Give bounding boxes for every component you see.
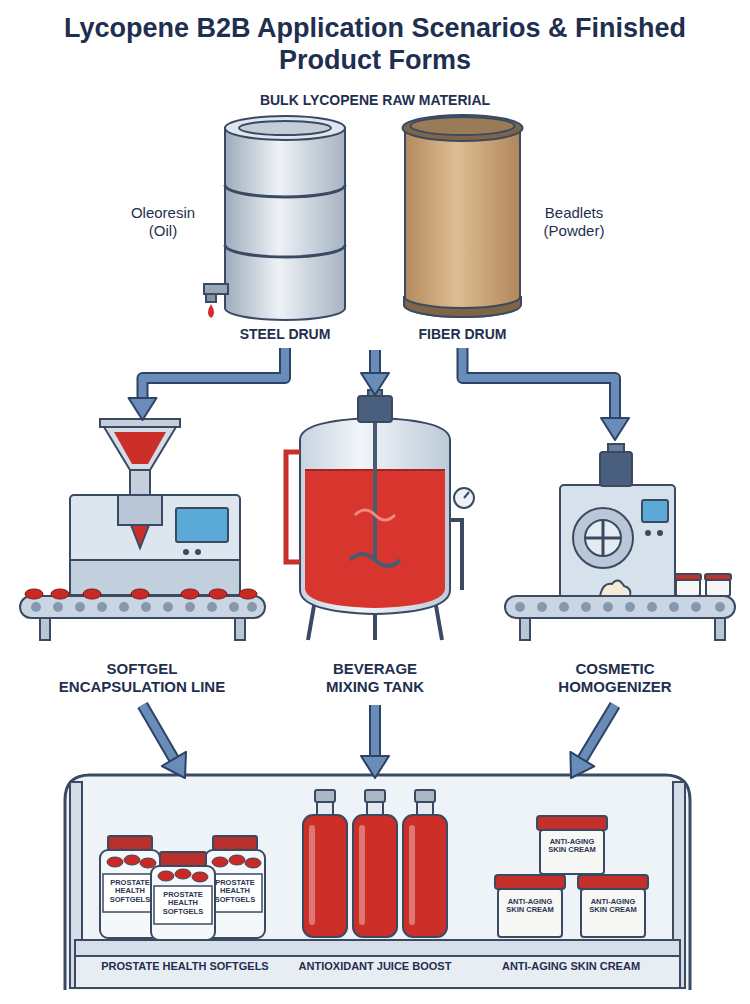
node-label: Oleoresin (Oil) <box>117 204 209 240</box>
diagram-title: Lycopene B2B Application Scenarios & Fin… <box>60 12 690 77</box>
arrow-head <box>162 752 186 778</box>
node-label: ANTI-AGING SKIN CREAM <box>474 960 668 973</box>
arrow-shaft <box>463 348 616 422</box>
arrow-head <box>361 756 389 778</box>
flow-arrow <box>361 705 389 778</box>
package-label: ANTI-AGING SKIN CREAM <box>500 898 560 915</box>
softgel-bottles-art <box>100 836 265 940</box>
flow-arrow <box>129 348 286 420</box>
node-label: PROSTATE HEALTH SOFTGELS <box>88 960 282 973</box>
package-label: ANTI-AGING SKIN CREAM <box>542 838 602 855</box>
arrow-shaft <box>143 705 176 762</box>
shelf-art <box>65 775 690 990</box>
steel-drum-art <box>204 116 345 320</box>
package-label: PROSTATE HEALTH SOFTGELS <box>103 879 157 904</box>
softgel-encapsulation-machine: SOFTGEL ENCAPSULATION LINE <box>20 420 265 705</box>
cosmetic-homogenizer: COSMETIC HOMOGENIZER <box>490 440 740 705</box>
package-label: PROSTATE HEALTH SOFTGELS <box>154 891 212 916</box>
fiber-drum-art <box>403 115 523 317</box>
flow-arrow <box>143 705 187 778</box>
arrow-shaft-outline <box>369 705 381 760</box>
arrow-head <box>129 398 157 420</box>
homogenizer-art <box>505 444 735 640</box>
arrow-head <box>570 752 594 778</box>
arrow-head <box>361 373 389 395</box>
node-label: SOFTGEL ENCAPSULATION LINE <box>52 660 232 696</box>
package-label: PROSTATE HEALTH SOFTGELS <box>208 879 262 904</box>
flow-arrow <box>361 350 389 395</box>
fiber-drum: Beadlets (Powder)FIBER DRUM <box>400 112 525 348</box>
arrow-shaft <box>580 705 615 763</box>
cream-product-section: ANTI-AGING SKIN CREAM <box>474 778 668 986</box>
arrow-shaft-outline <box>143 348 286 402</box>
raw-material-group: BULK LYCOPENE RAW MATERIAL Oleoresin (Oil… <box>120 88 630 350</box>
juice-product-section: ANTIOXIDANT JUICE BOOST <box>284 778 466 986</box>
package-label: ANTI-AGING SKIN CREAM <box>583 898 643 915</box>
juice-bottles-art <box>303 790 447 937</box>
arrow-head <box>601 418 629 440</box>
node-label: COSMETIC HOMOGENIZER <box>545 660 685 696</box>
arrow-shaft-outline <box>463 348 616 422</box>
flow-arrow <box>463 348 630 440</box>
node-label: ANTIOXIDANT JUICE BOOST <box>284 960 466 973</box>
arrow-shaft <box>371 705 379 760</box>
node-label: FIBER DRUM <box>400 326 525 343</box>
mixing-tank-art <box>286 390 474 640</box>
node-label: STEEL DRUM <box>215 326 355 343</box>
arrow-shaft <box>371 350 379 377</box>
steel-drum: Oleoresin (Oil)STEEL DRUM <box>215 112 355 348</box>
arrow-shaft-outline <box>369 350 381 377</box>
node-label: BULK LYCOPENE RAW MATERIAL <box>120 92 630 109</box>
beverage-mixing-tank: BEVERAGE MIXING TANK <box>285 395 465 705</box>
node-label: Beadlets (Powder) <box>528 204 620 240</box>
arrow-shaft-outline <box>580 705 615 763</box>
softgel-machine-art <box>20 419 265 640</box>
arrow-shaft-outline <box>143 705 176 762</box>
cream-jars-art <box>495 816 648 937</box>
arrow-shaft <box>143 348 286 402</box>
node-label: BEVERAGE MIXING TANK <box>310 660 440 696</box>
flow-arrow <box>570 705 615 778</box>
